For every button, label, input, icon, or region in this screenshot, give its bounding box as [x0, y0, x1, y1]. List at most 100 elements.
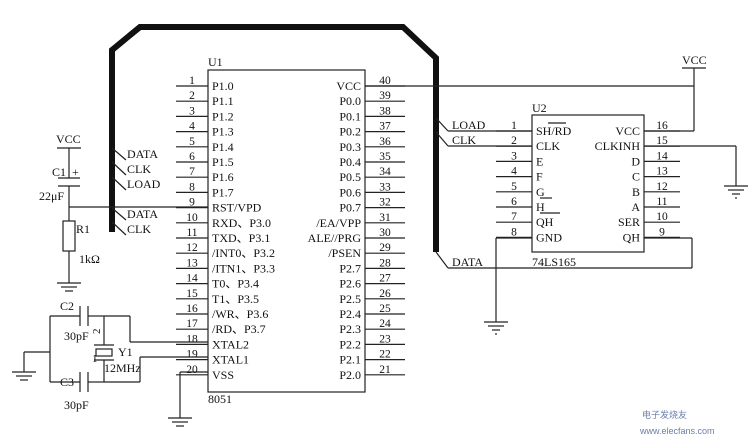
reset-circuit: VCC C1 + 22μF R1 1kΩ — [39, 132, 208, 292]
pin-number-35: 35 — [379, 151, 391, 163]
u2-part-label: 74LS165 — [532, 255, 576, 269]
ground-symbol-right — [724, 185, 748, 199]
pin-name-13: /ITN1、P3.3 — [212, 261, 275, 275]
c3-ref: C3 — [60, 375, 74, 389]
pin-name-16: /WR、P3.6 — [212, 307, 268, 321]
u1-right-pins: 40VCC39P0.038P0.137P0.236P0.335P0.434P0.… — [308, 75, 405, 382]
u2-connection-wires — [365, 68, 737, 322]
net-label-data-u2: DATA — [452, 255, 483, 269]
pin-name-8: P1.7 — [212, 185, 234, 199]
pin-name-2: CLK — [536, 139, 560, 153]
u2-ref-label: U2 — [532, 101, 547, 115]
net-label-clk-p16: CLK — [127, 162, 151, 176]
y1-crystal — [95, 348, 113, 357]
pin-number-11: 11 — [656, 196, 667, 208]
pin-number-23: 23 — [379, 333, 391, 345]
pin-name-14: T0、P3.4 — [212, 277, 259, 291]
pin-name-29: /PSEN — [328, 246, 361, 260]
pin-number-29: 29 — [379, 242, 391, 254]
pin-name-3: E — [536, 154, 543, 168]
pin-number-20: 20 — [186, 364, 198, 376]
pin-name-21: P2.0 — [339, 368, 361, 382]
pin-name-15: T1、P3.5 — [212, 292, 259, 306]
pin-name-35: P0.4 — [339, 155, 361, 169]
pin-name-40: VCC — [336, 79, 361, 93]
pin-number-14: 14 — [656, 150, 668, 162]
pin-name-7: P1.6 — [212, 170, 234, 184]
pin-number-15: 15 — [186, 288, 198, 300]
pin-name-20: VSS — [212, 368, 234, 382]
c2-value: 30pF — [64, 329, 89, 343]
pin-number-10: 10 — [656, 211, 668, 223]
pin-number-40: 40 — [379, 75, 391, 87]
pin-name-1: P1.0 — [212, 79, 234, 93]
pin-number-21: 21 — [379, 364, 391, 376]
pin-number-14: 14 — [186, 273, 198, 285]
pin-number-1: 1 — [189, 75, 195, 87]
pin-name-2: P1.1 — [212, 94, 234, 108]
pin-name-3: P1.2 — [212, 109, 234, 123]
pin-number-12: 12 — [656, 181, 668, 193]
c1-plus: + — [72, 165, 79, 179]
pin-number-36: 36 — [379, 136, 391, 148]
pin-name-8: GND — [536, 230, 562, 244]
pin-name-6: H — [536, 200, 545, 214]
net-label-data-p15: DATA — [127, 147, 158, 161]
pin-name-12: B — [632, 185, 640, 199]
pin-name-4: F — [536, 170, 543, 184]
vcc-left-label: VCC — [56, 132, 81, 146]
pin-number-30: 30 — [379, 227, 391, 239]
watermark-site: 电子发烧友 — [642, 409, 687, 420]
pin-number-26: 26 — [379, 288, 391, 300]
pin-number-37: 37 — [379, 121, 391, 133]
pin-name-18: XTAL2 — [212, 337, 249, 351]
r1-value: 1kΩ — [79, 252, 100, 266]
pin-name-5: P1.4 — [212, 140, 234, 154]
pin-name-12: /INT0、P3.2 — [212, 246, 275, 260]
u1-ref-label: U1 — [208, 55, 223, 69]
net-label-data-rxd: DATA — [127, 207, 158, 221]
pin-name-24: P2.3 — [339, 322, 361, 336]
pin-number-27: 27 — [379, 273, 391, 285]
pin-number-16: 16 — [186, 303, 198, 315]
pin-name-37: P0.2 — [339, 125, 361, 139]
pin-name-15: CLKINH — [595, 139, 641, 153]
c1-value: 22μF — [39, 189, 64, 203]
crystal-circuit: C2 30pF C3 30pF 2 1 Y1 12MHz — [12, 299, 208, 427]
pin-name-39: P0.0 — [339, 94, 361, 108]
net-label-clk-txd: CLK — [127, 222, 151, 236]
pin-number-6: 6 — [189, 151, 195, 163]
pin-number-32: 32 — [379, 197, 391, 209]
pin-number-31: 31 — [379, 212, 391, 224]
pin-number-3: 3 — [189, 105, 195, 117]
pin-name-23: P2.2 — [339, 337, 361, 351]
y1-pin2: 2 — [91, 329, 103, 335]
net-label-load-p17: LOAD — [127, 177, 161, 191]
pin-number-9: 9 — [659, 226, 665, 238]
pin-name-16: VCC — [615, 124, 640, 138]
pin-number-3: 3 — [511, 150, 517, 162]
pin-name-4: P1.3 — [212, 125, 234, 139]
pin-name-10: RXD、P3.0 — [212, 216, 271, 230]
pin-number-2: 2 — [189, 90, 195, 102]
pin-number-39: 39 — [379, 90, 391, 102]
pin-number-28: 28 — [379, 257, 391, 269]
pin-number-11: 11 — [186, 227, 197, 239]
pin-name-31: /EA/VPP — [316, 216, 361, 230]
pin-name-19: XTAL1 — [212, 353, 249, 367]
y1-value: 12MHz — [104, 361, 141, 375]
pin-name-33: P0.6 — [339, 185, 361, 199]
pin-number-4: 4 — [511, 166, 517, 178]
net-label-clk-u2: CLK — [452, 133, 476, 147]
pin-name-11: TXD、P3.1 — [212, 231, 270, 245]
pin-name-28: P2.7 — [339, 261, 361, 275]
pin-number-8: 8 — [189, 181, 195, 193]
pin-number-38: 38 — [379, 105, 391, 117]
pin-name-26: P2.5 — [339, 292, 361, 306]
pin-number-5: 5 — [511, 181, 517, 193]
u1-body — [207, 69, 366, 393]
